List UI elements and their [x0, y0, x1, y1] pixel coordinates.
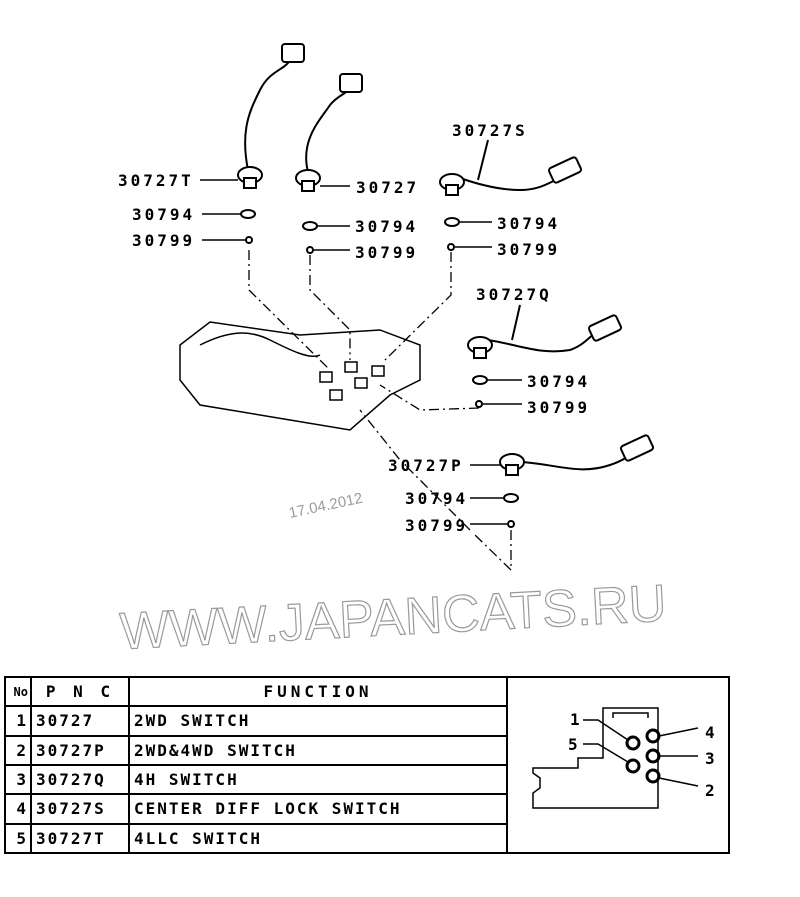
row-no: 5 — [4, 822, 32, 855]
pin-label-2: 2 — [705, 781, 715, 800]
switch-30727T — [237, 43, 305, 189]
callout-oring: 30799 — [527, 398, 590, 417]
row-pnc: 30727T — [30, 822, 130, 855]
row-pnc: 30727P — [30, 734, 130, 766]
callout-washer: 30794 — [132, 205, 195, 224]
row-no: 3 — [4, 763, 32, 796]
table-row: 3 30727Q 4H SWITCH — [4, 763, 729, 796]
table-row: 4 30727S CENTER DIFF LOCK SWITCH — [4, 793, 729, 825]
callout-30727Q: 30727Q — [476, 285, 552, 304]
callout-30727T: 30727T — [118, 171, 194, 190]
header-function: FUNCTION — [128, 675, 508, 708]
header-pnc: P N C — [30, 675, 130, 708]
switch-30727 — [295, 73, 363, 192]
row-function: 2WD&4WD SWITCH — [128, 734, 508, 766]
pin-label-4: 4 — [705, 723, 715, 742]
callout-oring: 30799 — [405, 516, 468, 535]
pin-label-5: 5 — [568, 735, 578, 754]
callout-oring: 30799 — [355, 243, 418, 262]
callout-30727: 30727 — [356, 178, 419, 197]
row-no: 1 — [4, 705, 32, 737]
callout-oring: 30799 — [132, 231, 195, 250]
callout-washer: 30794 — [355, 217, 418, 236]
table-row: 5 30727T 4LLC SWITCH — [4, 822, 729, 855]
callout-30727S: 30727S — [452, 121, 528, 140]
transfer-case-housing — [179, 321, 421, 431]
switch-function-table: No P N C FUNCTION 1 2 3 4 — [4, 675, 730, 855]
header-no: No — [4, 675, 32, 708]
row-no: 4 — [4, 793, 32, 825]
callout-oring: 30799 — [497, 240, 560, 259]
row-pnc: 30727S — [30, 793, 130, 825]
svg-text:WWW.JAPANCATS.RU: WWW.JAPANCATS.RU — [118, 575, 667, 662]
row-function: 4LLC SWITCH — [128, 822, 508, 855]
pin-label-1: 1 — [570, 710, 580, 729]
row-pnc: 30727 — [30, 705, 130, 737]
connector-diagram-cell: 1 2 3 4 5 — [506, 676, 730, 854]
table-header: No P N C FUNCTION 1 2 3 4 — [4, 675, 730, 854]
callout-washer: 30794 — [405, 489, 468, 508]
table-row: 2 30727P 2WD&4WD SWITCH — [4, 734, 729, 766]
date-stamp: 17.04.2012 — [287, 490, 364, 522]
row-function: 4H SWITCH — [128, 763, 508, 796]
watermark: WWW.JAPANCATS.RU — [118, 574, 668, 662]
table-row: 1 30727 2WD SWITCH — [4, 705, 729, 737]
row-pnc: 30727Q — [30, 763, 130, 796]
row-function: CENTER DIFF LOCK SWITCH — [128, 793, 508, 825]
connector-pin-diagram: 1 2 3 4 5 — [532, 707, 715, 809]
parts-diagram: WWW.JAPANCATS.RU 17.04.2012 30727S 30727… — [118, 43, 668, 662]
switch-30727S — [439, 139, 582, 196]
pin-label-3: 3 — [705, 749, 715, 768]
callout-30727P: 30727P — [388, 456, 464, 475]
row-no: 2 — [4, 734, 32, 766]
switch-30727Q — [467, 304, 622, 359]
switch-30727P — [499, 434, 654, 476]
row-function: 2WD SWITCH — [128, 705, 508, 737]
callout-washer: 30794 — [497, 214, 560, 233]
callout-washer: 30794 — [527, 372, 590, 391]
